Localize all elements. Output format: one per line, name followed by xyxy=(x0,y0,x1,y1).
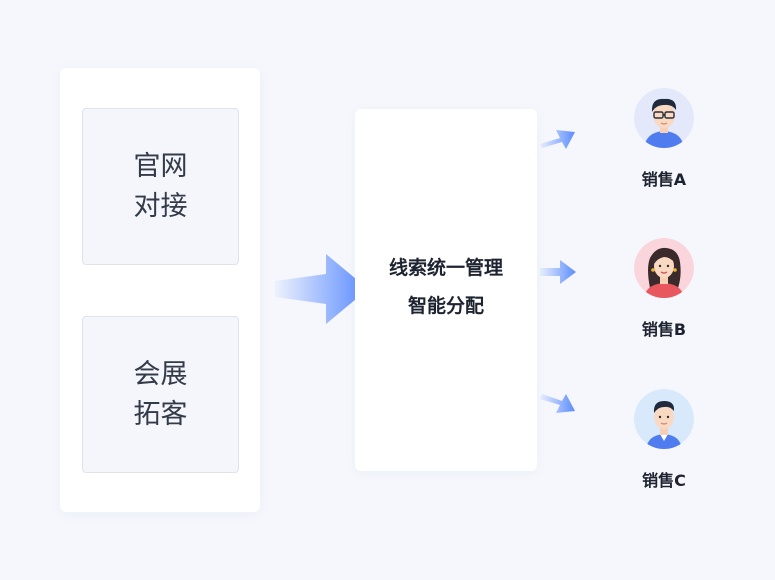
source-line: 会展 xyxy=(133,358,188,390)
female-avatar-icon xyxy=(634,238,694,298)
sales-a: 销售A xyxy=(619,88,709,190)
male-avatar-icon xyxy=(634,389,694,449)
source-card-website: 官网 对接 xyxy=(82,108,239,265)
arrow-to-sales-a xyxy=(540,130,575,149)
source-card-text: 会展 拓客 xyxy=(134,355,188,435)
source-panel: 官网 对接 会展 拓客 xyxy=(60,68,260,512)
hub-text: 线索统一管理 智能分配 xyxy=(389,249,503,325)
sales-b: 销售B xyxy=(619,238,709,340)
sales-label: 销售C xyxy=(642,471,686,490)
arrow-to-sales-c xyxy=(540,394,575,413)
source-line: 对接 xyxy=(133,190,188,222)
source-line: 官网 xyxy=(133,150,188,182)
main-arrow xyxy=(275,254,368,324)
source-card-expo: 会展 拓客 xyxy=(82,316,239,473)
lead-management-hub: 线索统一管理 智能分配 xyxy=(355,109,537,471)
source-line: 拓客 xyxy=(133,398,188,430)
source-card-text: 官网 对接 xyxy=(134,147,188,227)
arrow-to-sales-b xyxy=(540,260,576,284)
sales-c: 销售C xyxy=(619,389,709,491)
sales-label: 销售B xyxy=(641,320,687,339)
hub-line: 线索统一管理 xyxy=(388,257,503,279)
hub-line: 智能分配 xyxy=(407,295,484,317)
sales-label: 销售A xyxy=(641,170,687,189)
male-glasses-avatar-icon xyxy=(634,88,694,148)
